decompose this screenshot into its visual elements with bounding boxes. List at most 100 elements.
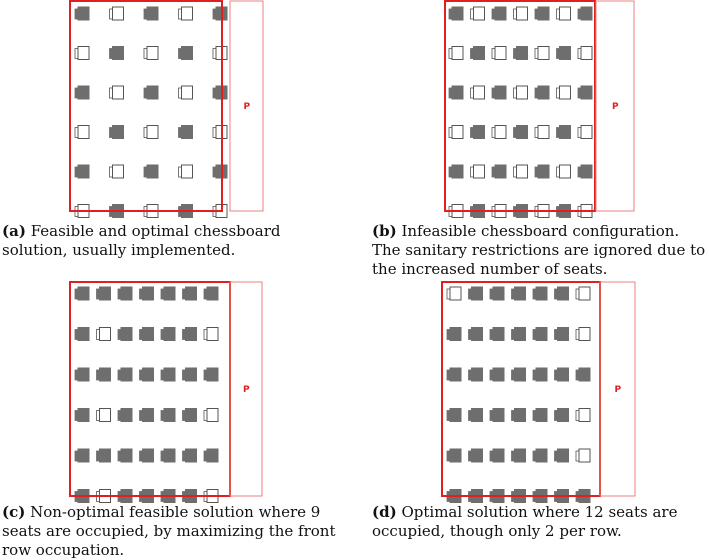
seat — [577, 6, 593, 21]
room-border — [444, 0, 596, 212]
seat — [160, 408, 176, 422]
seat — [74, 286, 90, 301]
panel-c-caption-text: Non-optimal feasible solution where 9 se… — [2, 503, 336, 559]
seat — [74, 448, 90, 463]
seat — [575, 448, 591, 463]
seat — [117, 327, 133, 341]
panel-a-caption-text: Feasible and optimal chessboard solution… — [2, 222, 281, 259]
seat — [554, 408, 569, 422]
seat — [74, 125, 90, 139]
seat — [74, 408, 90, 422]
seat — [554, 367, 569, 382]
seat — [534, 125, 550, 139]
panel-b: P (b) Infeasible chessboard configuratio… — [370, 0, 709, 280]
seat — [212, 6, 228, 21]
seat — [139, 408, 154, 422]
seat — [489, 408, 505, 422]
podium — [595, 0, 635, 212]
seat — [468, 408, 483, 422]
seat — [143, 6, 159, 21]
seat — [468, 286, 483, 301]
seat — [74, 327, 90, 341]
podium — [229, 281, 263, 497]
seat — [577, 125, 593, 139]
seat — [511, 286, 526, 301]
seat — [511, 327, 526, 341]
seat — [534, 85, 550, 100]
seat — [96, 327, 111, 341]
panel-b-caption: (b) Infeasible chessboard configuration.… — [372, 222, 709, 279]
seat — [182, 448, 197, 463]
seat — [96, 367, 111, 382]
seat — [468, 367, 483, 382]
seat — [534, 46, 550, 60]
seat — [577, 164, 593, 179]
seat — [575, 408, 591, 422]
seat — [470, 85, 485, 100]
seat — [470, 46, 485, 60]
seat — [182, 408, 197, 422]
panel-a-caption: (a) Feasible and optimal chessboard solu… — [2, 222, 342, 260]
seat — [117, 448, 133, 463]
seat — [74, 6, 90, 21]
panel-a: P (a) Feasible and optimal chessboard so… — [0, 0, 350, 260]
seat — [182, 286, 197, 301]
seat — [74, 46, 90, 60]
seat — [203, 367, 219, 382]
podium-label: P — [612, 102, 619, 112]
seat — [489, 286, 505, 301]
seat — [468, 448, 483, 463]
seat — [511, 448, 526, 463]
seat — [74, 367, 90, 382]
seat — [491, 164, 507, 179]
seat — [489, 448, 505, 463]
panel-d-label: (d) — [372, 503, 397, 521]
seat — [575, 367, 591, 382]
seat — [139, 448, 154, 463]
panel-c-label: (c) — [2, 503, 26, 521]
seat — [117, 408, 133, 422]
seat — [489, 327, 505, 341]
podium — [599, 281, 636, 497]
seat — [446, 286, 462, 301]
seat — [532, 408, 548, 422]
seat — [446, 367, 462, 382]
seat — [178, 85, 193, 100]
seat — [96, 408, 111, 422]
seat — [448, 85, 464, 100]
seat — [554, 327, 569, 341]
seat — [109, 164, 124, 179]
seat — [212, 46, 228, 60]
seat — [109, 85, 124, 100]
seat — [139, 327, 154, 341]
seat — [117, 367, 133, 382]
panel-c-figure: P — [69, 281, 263, 503]
panel-d-caption-text: Optimal solution where 12 seats are occu… — [372, 503, 678, 540]
seat — [534, 6, 550, 21]
seat — [468, 327, 483, 341]
seat — [139, 286, 154, 301]
seat — [532, 286, 548, 301]
seat — [96, 286, 111, 301]
panel-b-caption-text: Infeasible chessboard configuration. The… — [372, 222, 706, 278]
seat — [575, 327, 591, 341]
seat — [511, 408, 526, 422]
seat — [178, 164, 193, 179]
seat — [513, 85, 528, 100]
seat — [556, 6, 571, 21]
seat — [491, 85, 507, 100]
seat — [74, 164, 90, 179]
seat — [448, 164, 464, 179]
seat — [556, 46, 571, 60]
seat — [489, 367, 505, 382]
seat — [491, 46, 507, 60]
seat — [470, 125, 485, 139]
seat — [446, 327, 462, 341]
seat — [212, 85, 228, 100]
seat — [143, 85, 159, 100]
seat — [203, 448, 219, 463]
seat — [532, 327, 548, 341]
panel-a-figure: P — [69, 0, 264, 218]
seat — [577, 46, 593, 60]
podium — [229, 0, 264, 212]
